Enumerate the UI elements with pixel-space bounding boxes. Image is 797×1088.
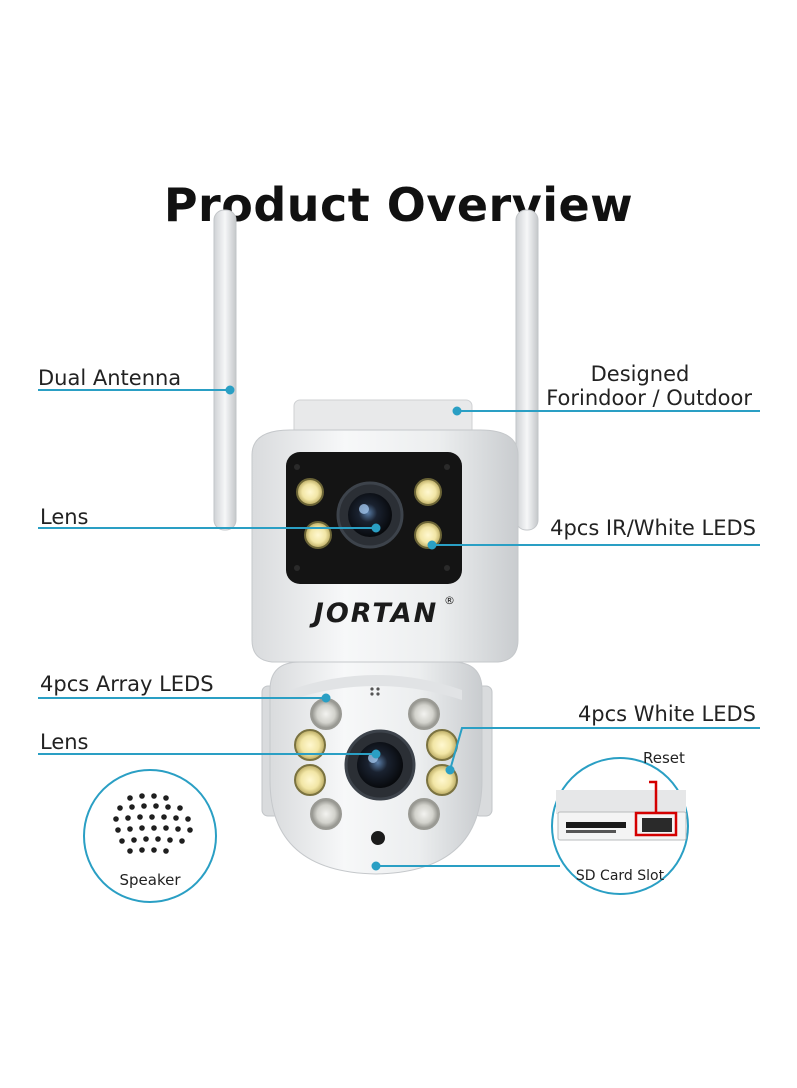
callout-designed-line1: Designed — [590, 362, 690, 386]
callout-white-leds: 4pcs White LEDS — [577, 702, 756, 726]
callout-speaker: Speaker — [119, 871, 181, 889]
white-led — [294, 764, 326, 796]
callout-sd-card-slot: SD Card Slot — [575, 868, 665, 884]
brand-registered-mark: ® — [444, 594, 455, 607]
array-led — [408, 798, 440, 830]
speaker-grille-icon — [113, 793, 193, 854]
array-led — [310, 798, 342, 830]
white-led — [426, 729, 458, 761]
upper-led — [304, 521, 332, 549]
callout-reset: Reset — [643, 749, 685, 767]
speaker-inset — [83, 769, 217, 903]
callout-dual-antenna: Dual Antenna — [38, 366, 182, 390]
right-antenna — [515, 209, 539, 531]
callout-ir-white-leds: 4pcs IR/White LEDS — [550, 516, 756, 540]
array-led — [310, 698, 342, 730]
reset-button-highlight — [634, 811, 678, 837]
callout-lens-top: Lens — [40, 505, 89, 529]
upper-led — [414, 478, 442, 506]
sd-card-inset — [551, 757, 689, 895]
sd-card-slot-icon — [566, 822, 626, 828]
callout-array-leds: 4pcs Array LEDS — [40, 672, 214, 696]
left-antenna — [213, 209, 237, 531]
upper-led — [296, 478, 324, 506]
callout-designed-line2: Forindoor / Outdoor — [546, 386, 752, 410]
white-led — [294, 729, 326, 761]
callout-lens-bottom: Lens — [40, 730, 89, 754]
leader-lines — [38, 385, 760, 871]
brand-logo: JORTAN — [309, 598, 438, 629]
array-led — [408, 698, 440, 730]
light-sensor — [371, 831, 385, 845]
page-title: Product Overview — [163, 178, 634, 232]
